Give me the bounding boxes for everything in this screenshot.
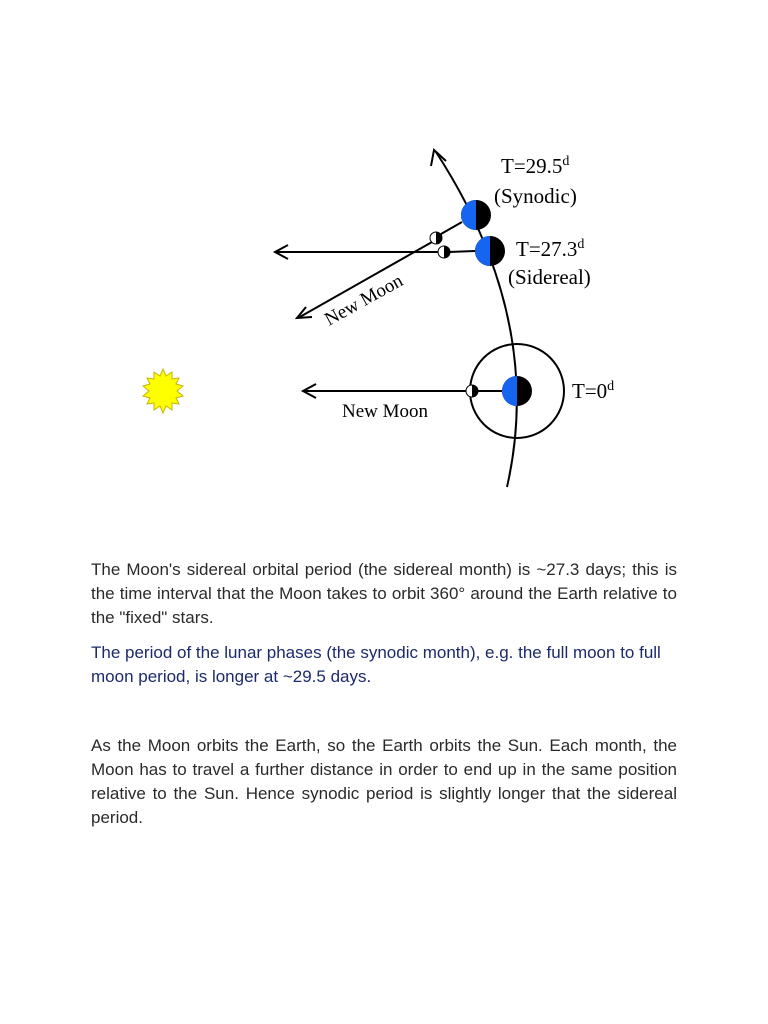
- sidereal-name-label: (Sidereal): [508, 265, 591, 289]
- synodic-name-label: (Synodic): [494, 184, 577, 208]
- earth-t27: [475, 236, 505, 266]
- synodic-paragraph: The period of the lunar phases (the syno…: [91, 641, 677, 689]
- sidereal-time-label: T=27.3d: [516, 237, 584, 261]
- start-time-label: T=0d: [572, 379, 614, 403]
- new-moon-tilted-label: New Moon: [321, 270, 407, 330]
- earth-t29: [461, 200, 491, 230]
- explanation-paragraph: As the Moon orbits the Earth, so the Ear…: [91, 734, 677, 830]
- orbit-diagram: New Moon New Moon T=29.5d (Synodic) T=27…: [0, 0, 768, 540]
- sidereal-paragraph: The Moon's sidereal orbital period (the …: [91, 558, 677, 630]
- new-moon-label: New Moon: [342, 401, 429, 422]
- synodic-time-label: T=29.5d: [501, 154, 569, 178]
- sun-icon: [143, 369, 183, 413]
- earth-t0: [502, 376, 532, 406]
- moon-t27: [438, 246, 450, 258]
- moon-t0: [466, 385, 478, 397]
